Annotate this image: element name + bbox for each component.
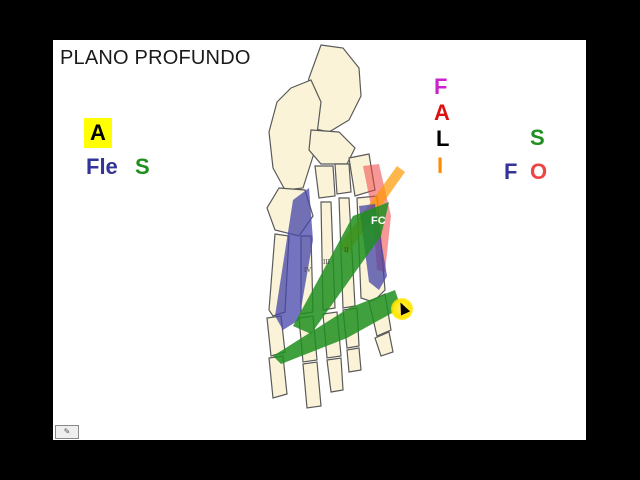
slide-title: PLANO PROFUNDO: [60, 47, 251, 70]
foot-anatomy-figure: FC FL II III IV: [251, 40, 421, 430]
label-s-right: S: [530, 125, 545, 151]
slide-canvas: PLANO PROFUNDO A Fle S F A L I S F O: [53, 40, 586, 440]
phalanx-2-distal: [347, 348, 361, 372]
slide-tool-icon[interactable]: ✎: [55, 425, 79, 439]
roman-label-3: III: [323, 258, 331, 266]
stack-letter-l: L: [436, 126, 449, 152]
roman-label-2: II: [344, 246, 349, 254]
roman-label-4: IV: [304, 266, 311, 274]
label-f-right: F: [504, 159, 517, 185]
cuneiform-3-bone: [315, 166, 335, 198]
label-fc: FC: [371, 215, 386, 227]
phalanx-4-distal: [303, 362, 321, 408]
label-o-right: O: [530, 159, 547, 185]
label-s-left: S: [135, 154, 150, 180]
label-fle: Fle: [86, 154, 118, 180]
stack-letter-i: I: [437, 153, 443, 179]
highlighted-label-box: A: [84, 118, 112, 148]
stack-letter-f: F: [434, 74, 447, 100]
cuneiform-2-bone: [335, 164, 351, 194]
navicular-bone: [309, 130, 355, 164]
stack-letter-a: A: [434, 100, 450, 126]
phalanx-3-distal: [327, 358, 343, 392]
label-a: A: [84, 118, 112, 148]
